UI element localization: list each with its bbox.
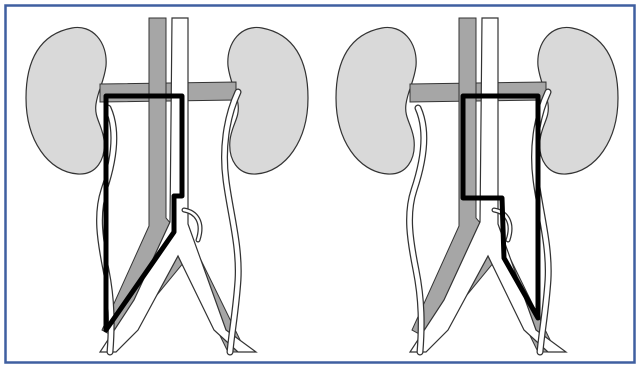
anatomical-figure: [0, 0, 641, 369]
